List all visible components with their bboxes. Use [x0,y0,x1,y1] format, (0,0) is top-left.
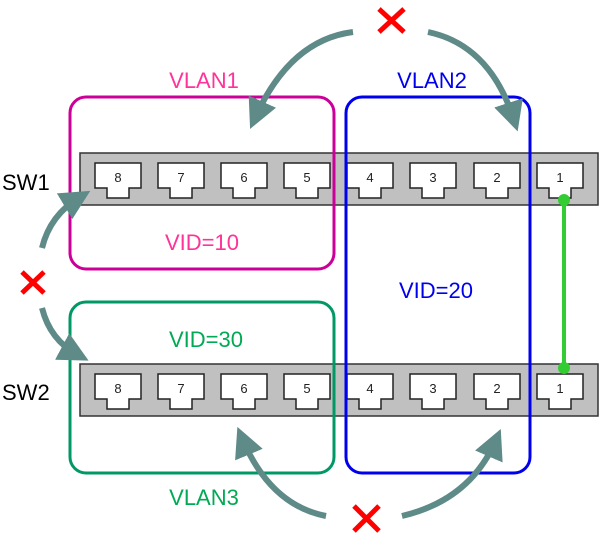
arrow-icon [427,29,523,132]
switch-label-sw1: SW1 [2,170,50,195]
vlan1-box [68,95,336,271]
port-number: 6 [240,381,247,396]
port-number: 3 [429,381,436,396]
port-number: 4 [366,381,373,396]
port-number: 5 [303,381,310,396]
sw2-port-1 [536,373,584,410]
vlan3-box [68,300,336,475]
arrow-icon [401,428,503,519]
port-number: 2 [493,170,500,185]
switch-label-sw2: SW2 [2,380,50,405]
sw1-port-2 [473,162,521,199]
sw1-port-6 [220,162,268,199]
vlan2-box [344,95,532,475]
sw2-port-8 [94,373,142,410]
port-number: 7 [177,170,184,185]
sw2-port-3 [409,373,457,410]
sw1-port-1 [536,162,584,199]
port-number: 6 [240,170,247,185]
sw1-port-3 [409,162,457,199]
blocked-x-icon [377,7,406,34]
sw1-port-4 [346,162,394,199]
arrow-icon [235,426,327,519]
link-endpoint-sw1 [558,194,570,206]
port-number: 4 [366,170,373,185]
vlan1-vid: VID=10 [165,230,239,255]
port-number: 8 [114,170,121,185]
vlan2-vid: VID=20 [399,278,473,303]
port-group: 8 7 6 5 4 3 2 1 [94,373,584,410]
blocked-x-icon [20,270,46,295]
sw2-port-5 [283,373,331,410]
port-number: 5 [303,170,310,185]
sw2-port-6 [220,373,268,410]
vlan3-vid: VID=30 [169,327,243,352]
sw2-port-7 [157,373,205,410]
blocked-x-icon [352,504,381,533]
sw2-port-4 [346,373,394,410]
port-number: 7 [177,381,184,396]
port-number: 2 [493,381,500,396]
switch-sw2: 8 7 6 5 4 3 2 1 [79,363,599,417]
arrow-icon [39,190,91,249]
vlan1-name: VLAN1 [169,68,239,93]
arrow-icon [248,29,354,129]
port-number: 1 [556,170,563,185]
arrow-icon [39,307,89,361]
sw1-port-5 [283,162,331,199]
vlan2-name: VLAN2 [397,68,467,93]
port-number: 8 [114,381,121,396]
port-number: 1 [556,381,563,396]
sw1-port-8 [94,162,142,199]
switch-sw1: 8 7 6 5 4 3 2 1 [79,152,599,206]
sw1-port-7 [157,162,205,199]
sw2-port-2 [473,373,521,410]
link-endpoint-sw2 [558,362,570,374]
port-number: 3 [429,170,436,185]
port-group: 8 7 6 5 4 3 2 1 [94,162,584,199]
vlan3-name: VLAN3 [169,485,239,510]
